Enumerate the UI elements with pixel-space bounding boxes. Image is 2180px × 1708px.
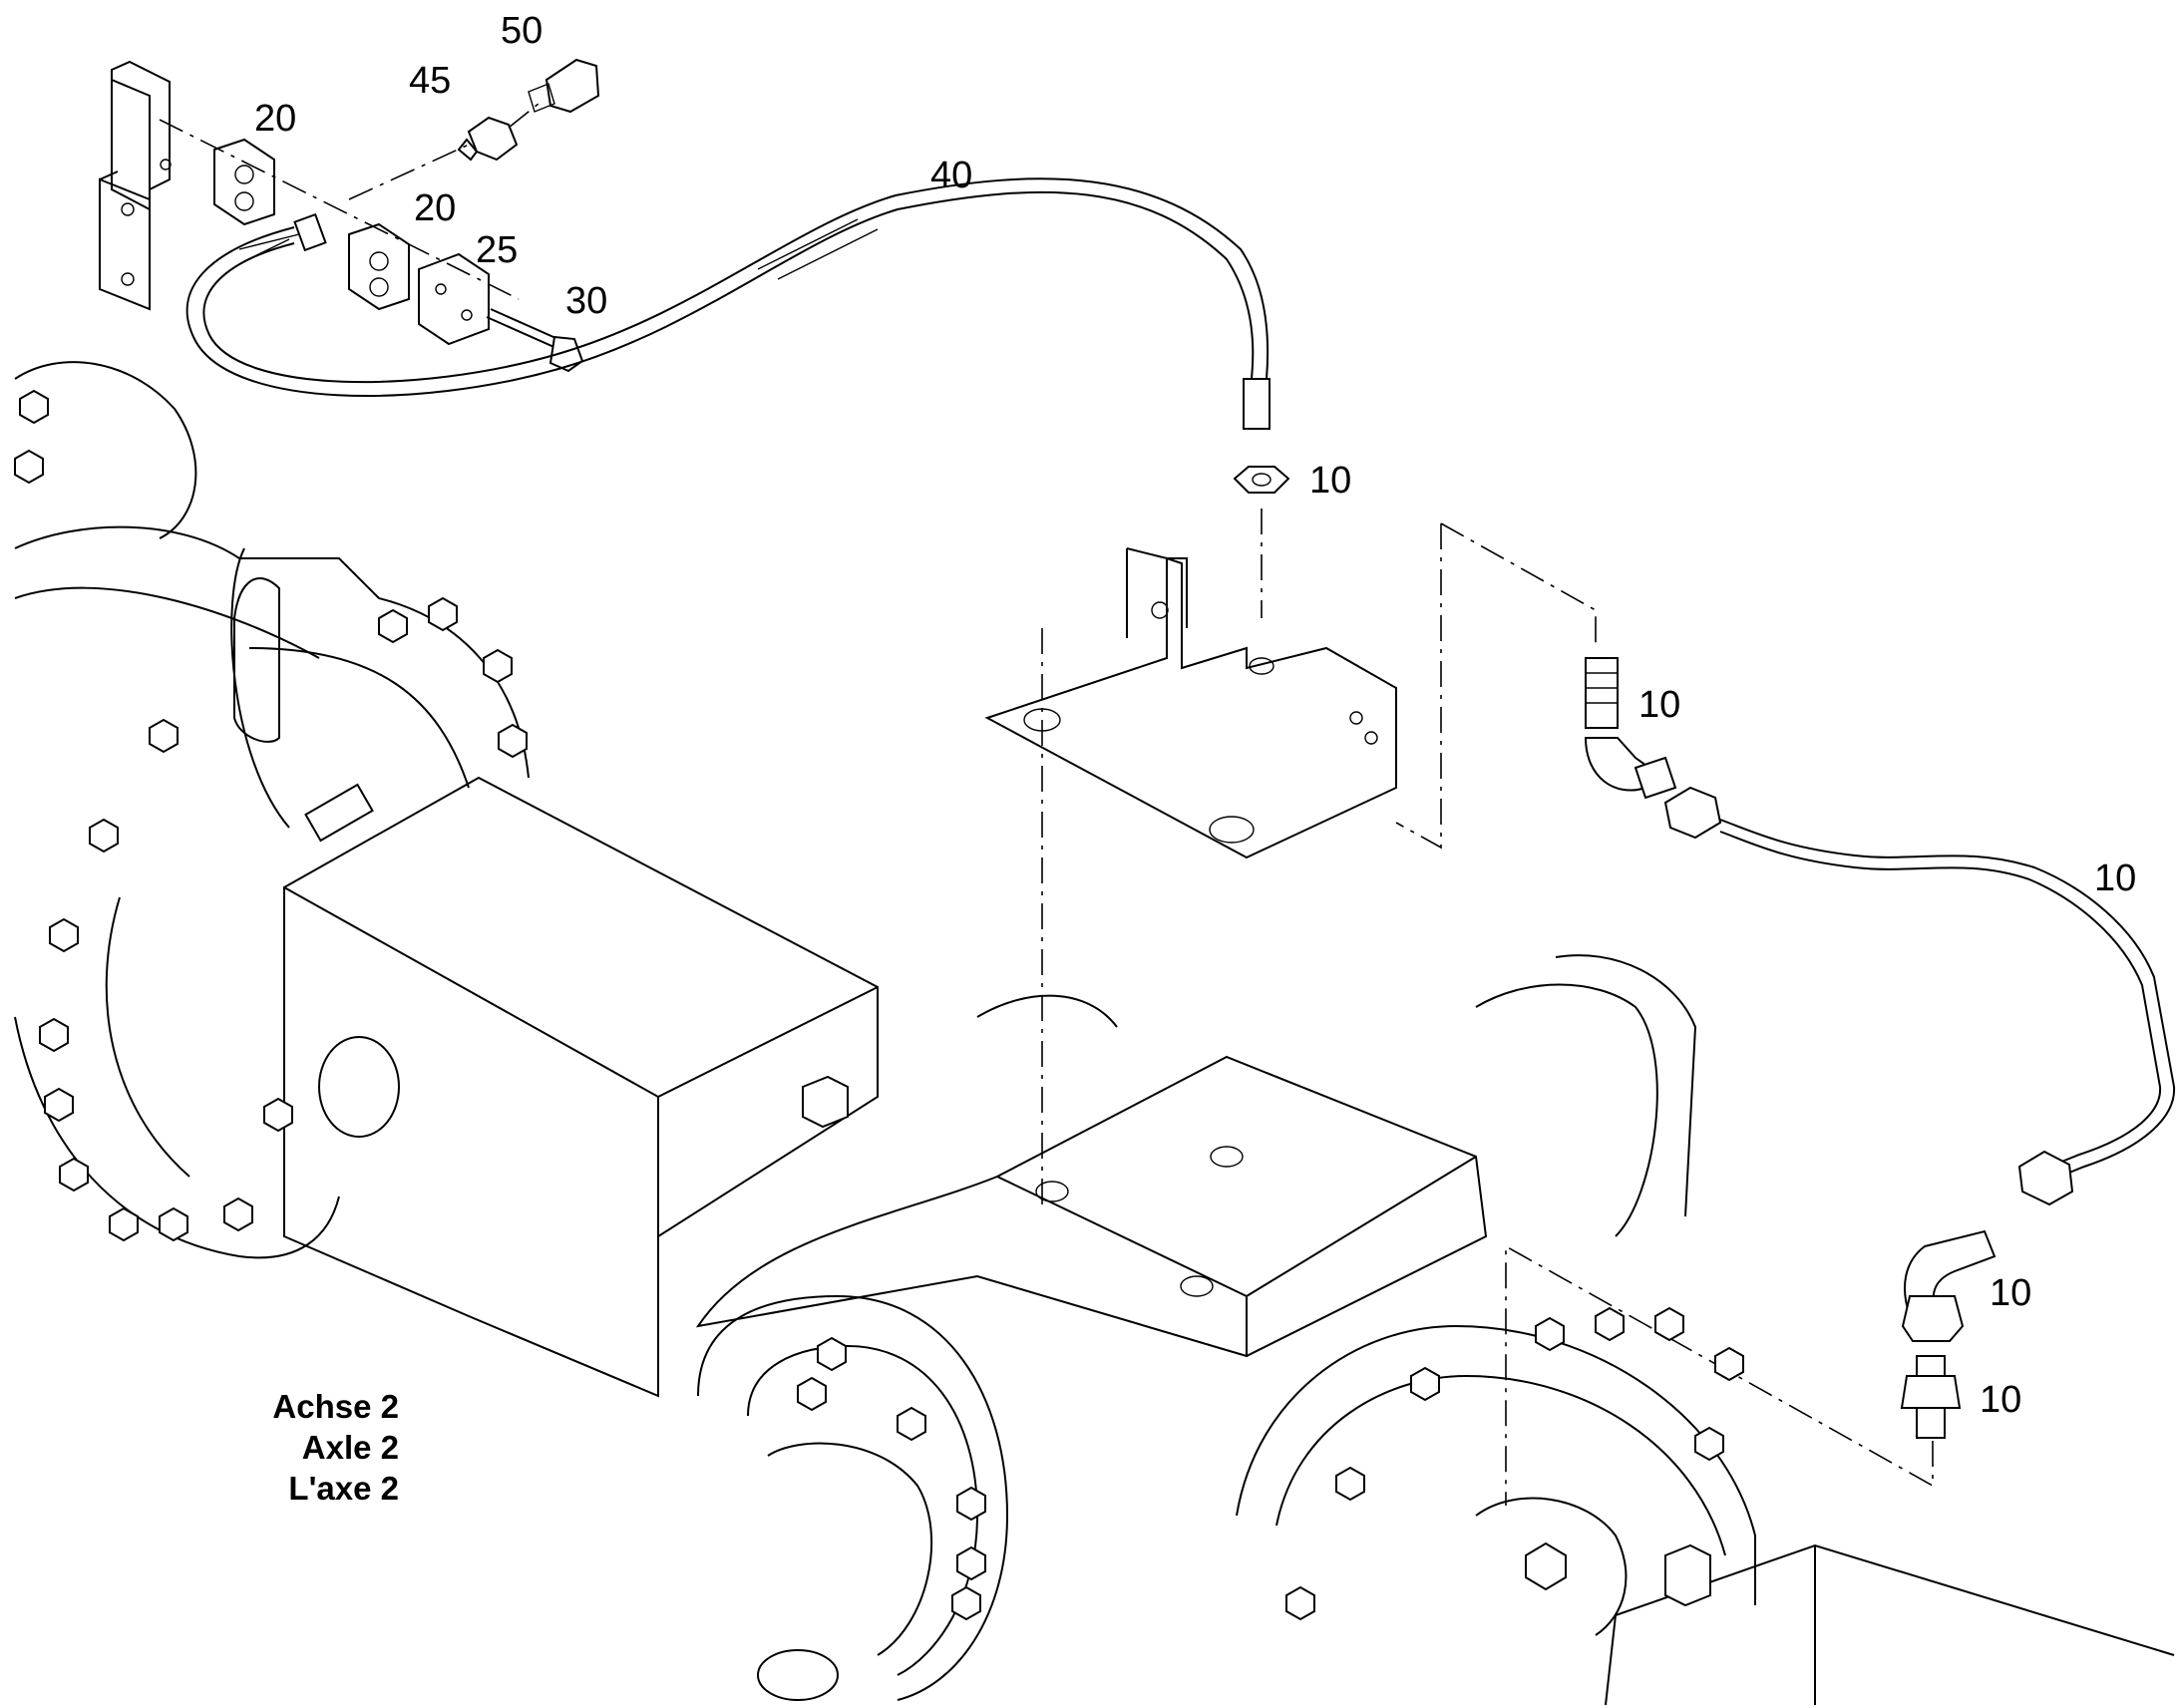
plate-part-25	[418, 252, 490, 346]
fitting-adapter-lower	[1900, 1355, 1962, 1439]
nut-part-10	[1233, 466, 1290, 494]
callout-45: 45	[409, 60, 452, 102]
axle-hex-bolts-left	[14, 389, 528, 1242]
leader-line-right	[1440, 522, 1597, 648]
hose-part-40	[185, 177, 1271, 430]
callout-10-upper-fitting: 10	[1638, 684, 1681, 726]
clamp-part-20-lower	[348, 222, 410, 311]
callout-10-nut: 10	[1309, 460, 1352, 502]
wheel-hub-lower-left	[697, 1294, 1009, 1701]
callout-20-top: 20	[254, 98, 297, 140]
mounting-bracket-top	[99, 60, 172, 311]
callout-40: 40	[930, 155, 973, 196]
bolt-part-30	[486, 308, 584, 373]
callout-30: 30	[565, 280, 608, 322]
axle-label-english: Axle 2	[301, 1429, 399, 1466]
axle-housing-left	[14, 361, 879, 1398]
leader-line-right-2	[1395, 523, 1442, 850]
callout-10-pipe: 10	[2094, 857, 2137, 899]
fitting-part-45	[457, 116, 519, 162]
leader-line-coupling	[508, 99, 545, 129]
axle-housing-center	[695, 954, 1697, 1358]
callout-10-adapter: 10	[1980, 1379, 2022, 1421]
leader-line-top	[159, 119, 520, 300]
bracket-plate-center	[984, 547, 1397, 859]
wheel-hub-lower-right	[1236, 1324, 2175, 1706]
callout-25: 25	[476, 229, 519, 271]
callout-50: 50	[501, 10, 544, 52]
callout-10-elbow: 10	[1990, 1272, 2032, 1314]
callout-20-lower: 20	[414, 187, 457, 229]
fitting-stack-upper	[1584, 657, 1677, 800]
axle-label-french: L'axe 2	[288, 1470, 399, 1507]
leader-line-lower	[1505, 1244, 1934, 1506]
breather-valve	[802, 1075, 1711, 1607]
leader-line-fitting	[348, 144, 470, 200]
clamp-part-20-top	[213, 138, 275, 226]
steel-pipe-part-10	[1663, 786, 2176, 1206]
fitting-elbow-lower	[1901, 1229, 1997, 1342]
axle-hex-bolts-right	[797, 1306, 1744, 1621]
axle-label: Achse 2 Axle 2 L'axe 2	[180, 1386, 399, 1509]
axle-label-german: Achse 2	[272, 1388, 399, 1425]
coupling-part-50	[528, 58, 600, 114]
